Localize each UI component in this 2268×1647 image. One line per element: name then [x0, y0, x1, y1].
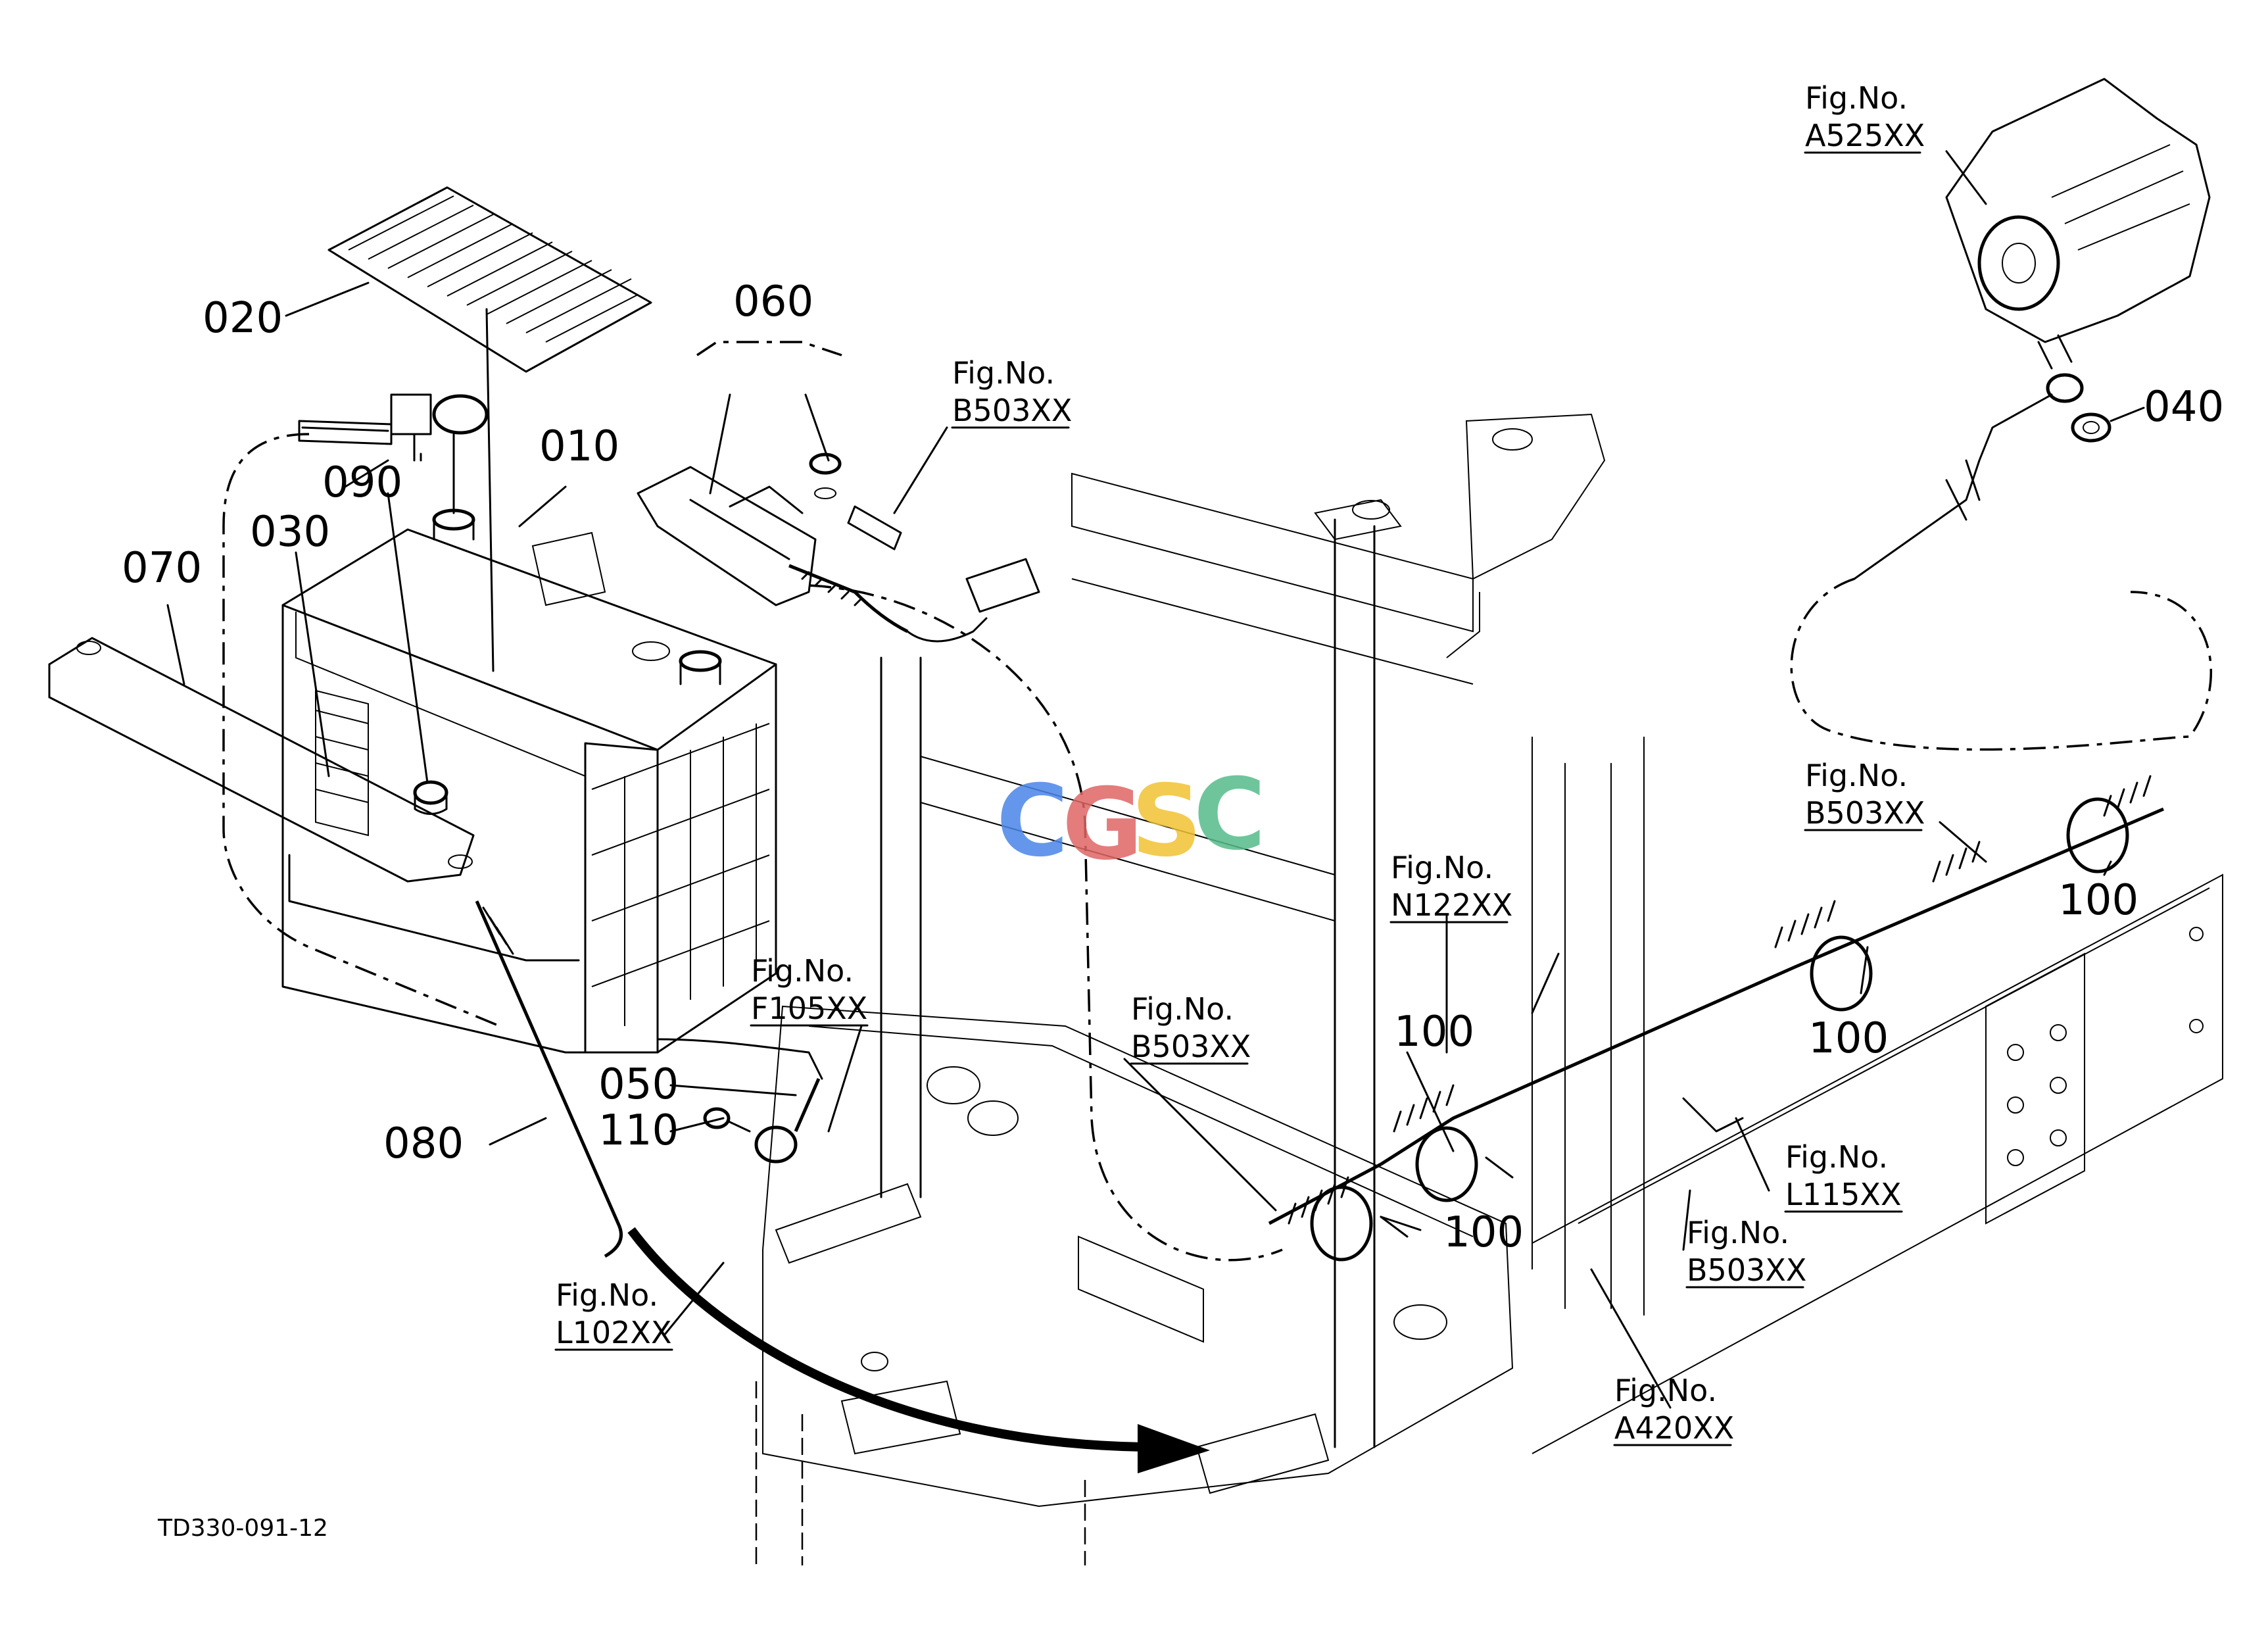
nut-090 — [413, 780, 448, 815]
figure-references: Fig.No. A525XX Fig.No. B503XX Fig.No. B5… — [554, 80, 1925, 1446]
bolt-110 — [703, 1107, 751, 1133]
part-100-mid-right: 100 — [1808, 1014, 1889, 1063]
starter-cable — [1853, 373, 2084, 580]
fig-b503-top-code: B503XX — [952, 393, 1072, 428]
j-bolt-080 — [475, 900, 623, 1258]
nut-040 — [2071, 412, 2111, 443]
watermark-letter-1: C — [996, 764, 1069, 879]
fig-b503-top-prefix: Fig.No. — [952, 355, 1055, 391]
part-050: 050 — [598, 1060, 679, 1109]
hold-down-bar-070 — [48, 637, 475, 883]
fig-a525-code: A525XX — [1805, 118, 1925, 153]
part-080: 080 — [383, 1119, 464, 1168]
ground-cable-050 — [656, 1038, 823, 1164]
phantom-lines — [222, 341, 2213, 1262]
part-020: 020 — [203, 294, 283, 343]
fig-l115-prefix: Fig.No. — [1785, 1139, 1888, 1175]
fig-n122-prefix: Fig.No. — [1391, 850, 1493, 885]
watermark-letter-4: C — [1194, 758, 1266, 872]
drawing-code: TD330-091-12 — [157, 1515, 328, 1542]
fig-f105-prefix: Fig.No. — [751, 953, 854, 989]
tractor-frame — [755, 413, 2223, 1565]
label-020 — [327, 186, 652, 373]
fig-a420-code: A420XX — [1614, 1410, 1734, 1446]
fig-b503-mid-code: B503XX — [1131, 1029, 1251, 1064]
part-100-right: 100 — [2058, 876, 2138, 925]
fig-b503-mid-prefix: Fig.No. — [1131, 991, 1234, 1027]
part-040: 040 — [2144, 383, 2224, 431]
fusible-link-060 — [637, 453, 1040, 643]
harness-and-clamps-100 — [1268, 775, 2164, 1262]
fig-a420-prefix: Fig.No. — [1614, 1373, 1717, 1408]
fig-b503-low-prefix: Fig.No. — [1687, 1215, 1789, 1250]
part-030: 030 — [250, 508, 330, 556]
part-100-left: 100 — [1443, 1208, 1524, 1257]
fig-l115-code: L115XX — [1785, 1177, 1901, 1212]
battery-cable-090 — [298, 393, 489, 514]
fig-b503-low-code: B503XX — [1687, 1252, 1806, 1288]
fig-a525-prefix: Fig.No. — [1805, 80, 1908, 116]
part-010: 010 — [539, 422, 619, 471]
fig-b503-right-code: B503XX — [1805, 795, 1925, 831]
part-070: 070 — [122, 544, 202, 593]
watermark-letter-3: S — [1131, 764, 1202, 879]
starter-motor — [1945, 78, 2211, 370]
part-090: 090 — [322, 458, 402, 507]
battery-010 — [281, 508, 777, 1054]
flow-arrow — [627, 1227, 1210, 1473]
leader-lines — [166, 150, 2145, 1409]
fig-l102-code: L102XX — [556, 1315, 671, 1350]
part-number-labels: 020 060 010 090 030 070 050 110 080 040 … — [122, 278, 2224, 1257]
fig-n122-code: N122XX — [1391, 887, 1512, 923]
part-110: 110 — [598, 1106, 679, 1155]
part-060: 060 — [733, 278, 813, 326]
part-100-mid-left: 100 — [1394, 1008, 1474, 1056]
watermark-letter-2: G — [1062, 768, 1143, 882]
fig-l102-prefix: Fig.No. — [556, 1277, 658, 1313]
watermark: C G S C — [996, 758, 1266, 882]
fig-f105-code: F105XX — [751, 991, 867, 1026]
fig-b503-right-prefix: Fig.No. — [1805, 758, 1908, 793]
